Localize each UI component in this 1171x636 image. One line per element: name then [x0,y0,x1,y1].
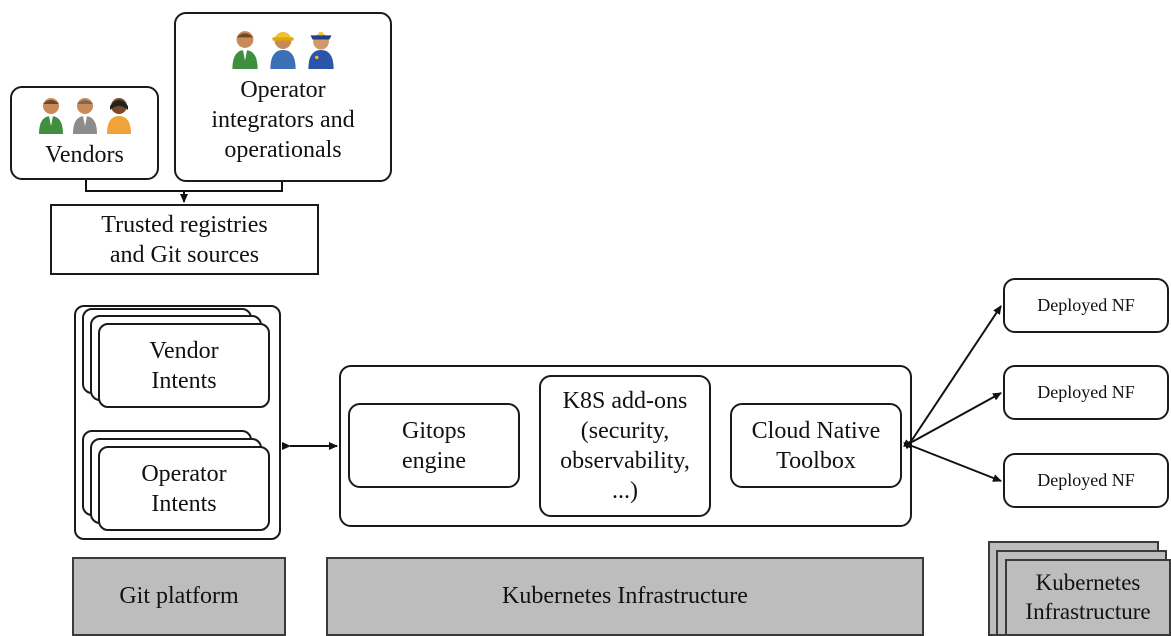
person-gray-icon [72,98,97,134]
vendor-intents-box: Vendor Intents [98,323,270,408]
worker-helmet-icon [270,32,296,69]
k8s-stack-line1: Kubernetes [1035,569,1141,595]
deployed-nf-box-2: Deployed NF [1003,365,1169,420]
toolbox-line1: Cloud Native [751,417,881,444]
operator-intents-box: Operator Intents [98,446,270,531]
deployed-nf-label-1: Deployed NF [1037,295,1135,316]
vendor-intents-line1: Vendor [149,337,219,364]
registries-label-line1: Trusted registries [101,211,268,238]
person-green-icon [38,98,63,134]
operators-label-line1: Operator [240,77,326,103]
deployed-nf-box-1: Deployed NF [1003,278,1169,333]
person-orange-icon [106,98,131,134]
git-platform-label: Git platform [119,583,239,609]
toolbox-to-nf3-arrow [903,439,1002,482]
trusted-registries-box: Trusted registries and Git sources [50,204,319,275]
k8s-addons-box: K8S add-ons (security, observability, ..… [539,375,711,517]
vendors-box: Vendors [10,86,159,180]
person-green-icon [232,31,258,69]
kubernetes-infrastructure-bar: Kubernetes Infrastructure [326,557,924,636]
operators-label-line3: operationals [224,137,342,163]
k8s-stack-line2: Infrastructure [1025,598,1151,624]
toolbox-to-nf2-arrow [903,392,1002,450]
addons-line2: (security, [580,418,670,444]
toolbox-line2: Toolbox [776,447,856,474]
addons-line4: ...) [612,478,638,504]
vendors-icons [38,96,132,134]
operator-intents-line1: Operator [141,460,227,487]
vendors-to-registries-line [85,180,283,192]
deployed-nf-label-3: Deployed NF [1037,470,1135,491]
operators-box: Operator integrators and operationals [174,12,392,182]
gitops-line2: engine [402,447,466,474]
deployed-nf-label-2: Deployed NF [1037,382,1135,403]
operator-intents-line2: Intents [151,490,217,517]
vendors-label: Vendors [45,142,124,168]
addons-line1: K8S add-ons [562,388,688,414]
police-officer-icon [308,32,334,69]
vendor-intents-line2: Intents [151,367,217,394]
gitops-line1: Gitops [401,417,466,444]
k8s-stack-front: Kubernetes Infrastructure [1005,559,1171,636]
registries-label-line2: and Git sources [109,241,260,268]
addons-line3: observability, [560,448,690,474]
cloud-native-toolbox-box: Cloud Native Toolbox [730,403,902,488]
toolbox-to-nf1-arrow [904,305,1002,449]
operators-label-line2: integrators and [211,107,355,133]
operators-icons [230,29,336,69]
git-platform-bar: Git platform [72,557,286,636]
kubernetes-infrastructure-label: Kubernetes Infrastructure [502,583,748,609]
deployed-nf-box-3: Deployed NF [1003,453,1169,508]
gitops-engine-box: Gitops engine [348,403,520,488]
